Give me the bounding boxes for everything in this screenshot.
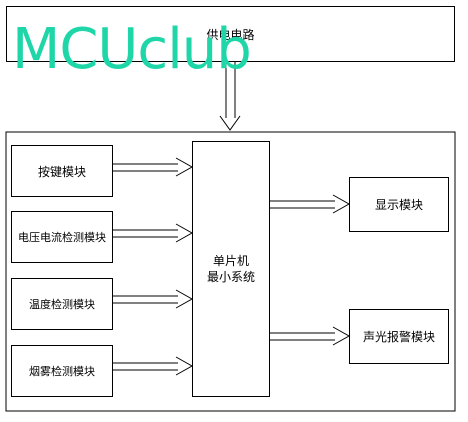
mcu-label-line1: 单片机 — [212, 254, 249, 268]
temp-detect-module-label: 温度检测模块 — [29, 298, 95, 311]
sound-light-alarm-module-box: 声光报警模块 — [349, 309, 449, 364]
power-supply-label: 供电电路 — [206, 27, 255, 42]
temp-to-mcu-arrow — [113, 289, 194, 309]
sound-light-alarm-module-label: 声光报警模块 — [362, 330, 435, 344]
vi-to-mcu-arrow — [113, 223, 194, 243]
display-module-label: 显示模块 — [374, 198, 423, 212]
power-to-system-arrow — [219, 62, 241, 131]
key-module-box: 按键模块 — [11, 145, 113, 197]
key-module-label: 按键模块 — [37, 164, 86, 179]
mcu-minimum-system-box: 单片机 最小系统 — [192, 141, 270, 397]
power-supply-box: 供电电路 — [6, 6, 455, 62]
key-to-mcu-arrow — [113, 157, 194, 177]
mcuclub-watermark: MCUclub — [12, 17, 252, 82]
temp-detect-module-box: 温度检测模块 — [11, 278, 113, 330]
system-frame — [5, 131, 456, 412]
display-module-box: 显示模块 — [349, 177, 449, 232]
mcu-to-display-arrow — [270, 194, 351, 214]
smoke-detect-module-label: 烟雾检测模块 — [29, 365, 95, 378]
smoke-detect-module-box: 烟雾检测模块 — [11, 345, 113, 397]
smoke-to-mcu-arrow — [113, 356, 194, 376]
vi-detect-module-box: 电压电流检测模块 — [11, 211, 113, 263]
mcu-to-alarm-arrow — [270, 326, 351, 346]
vi-detect-module-label: 电压电流检测模块 — [18, 231, 106, 244]
mcu-label-line2: 最小系统 — [206, 270, 255, 284]
